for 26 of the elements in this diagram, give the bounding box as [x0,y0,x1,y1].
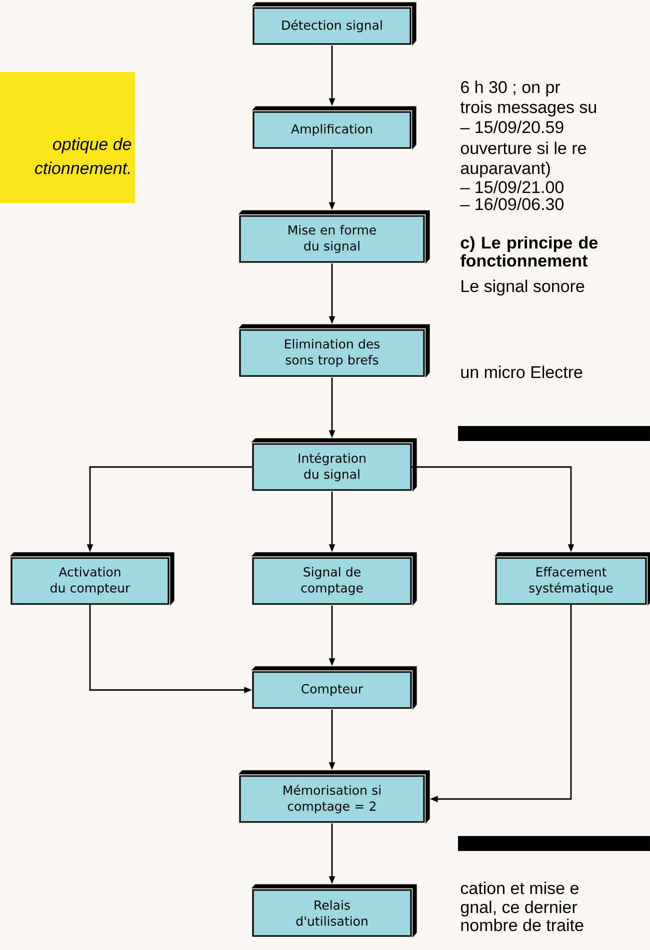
text-line: un micro Electre [461,366,582,378]
text-line: ouverture si le re [460,142,586,154]
text-line: optique de [52,138,132,154]
process-box: Compteur [251,666,417,710]
process-box: Activation du compteur [10,552,174,606]
process-box: Signal de comptage [251,552,417,606]
process-box: Détection signal [252,2,416,46]
text-line: gnal, ce dernier [460,900,578,917]
process-box: Mise en forme du signal [238,210,430,264]
text-line: – 16/09/06.30 [460,198,564,210]
text-line: – 15/09/20.59 [460,120,564,134]
section-heading: c) Le principe de fonctionnement [460,236,598,267]
text-line: 6 h 30 ; on pr [461,80,560,97]
text-line: auparavant) [460,162,550,178]
process-box: Elimination des sons trop brefs [238,324,430,378]
process-box: Amplification [252,106,416,150]
text-line: trois messages su [460,100,596,117]
process-box: Relais d'utilisation [251,884,417,938]
process-box: Intégration du signal [251,438,417,492]
text-line: nombre de traite [461,918,584,932]
text-line: ctionnement. [35,162,130,174]
text-line: Le signal sonore [462,280,584,296]
process-box: Mémorisation si comptage = 2 [238,770,430,824]
text-line: cation et mise e [460,882,578,894]
process-box: Effacement systématique [494,552,650,606]
text-line: – 15/09/21.00 [460,180,564,194]
